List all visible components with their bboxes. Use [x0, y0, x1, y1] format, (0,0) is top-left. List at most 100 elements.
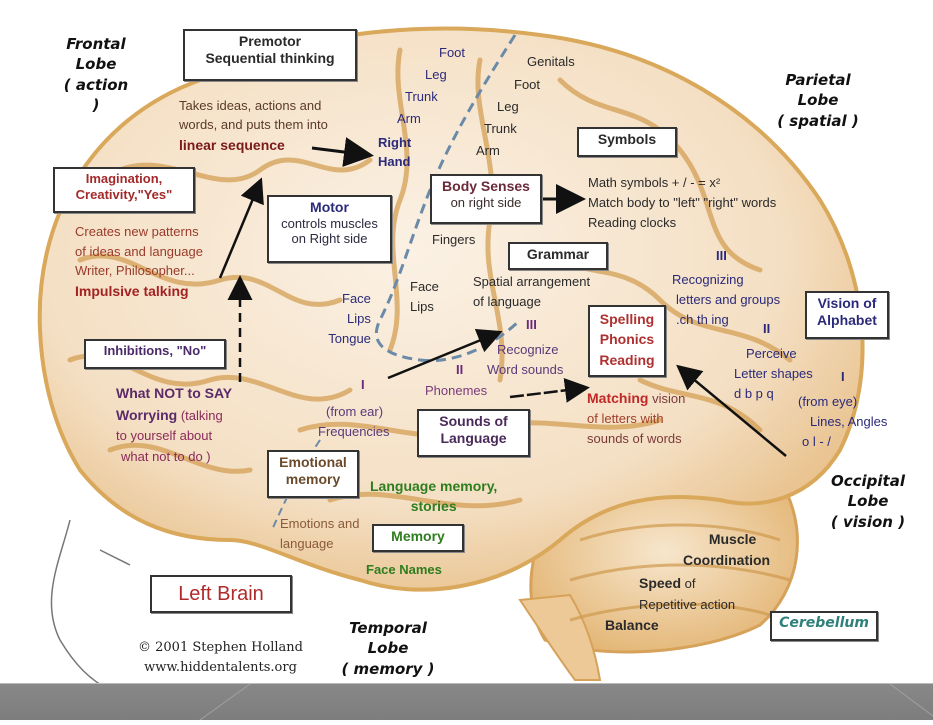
motor-leg-label: Leg	[425, 67, 447, 82]
muscle-coordination-label: Muscle Coordination	[683, 529, 770, 571]
emotional-line: memory	[285, 470, 341, 487]
motor-face-label: Face	[342, 291, 371, 306]
symbols-item: Math symbols + / - = x²	[588, 175, 721, 190]
lobe-function: ( vision )	[830, 512, 906, 531]
premotor-desc-line: Takes ideas, actions and	[179, 98, 322, 113]
spelling-label: Spelling	[599, 311, 655, 327]
visual-stage-line: (from eye)	[798, 394, 858, 409]
premotor-description: Takes ideas, actions and words, and puts…	[179, 97, 328, 155]
motor-box: Motor controls muscles on Right side	[267, 195, 392, 263]
visual-stage-2-numeral: II	[763, 321, 771, 336]
imagination-box: Imagination, Creativity,"Yes"	[53, 167, 195, 213]
frontal-lobe-label: Frontal Lobe ( action )	[58, 34, 134, 115]
hearing-stage-line: Recognize	[497, 342, 559, 357]
visual-stage-1-text: (from eye) Lines, Angles o l - /	[798, 392, 887, 452]
hearing-stage-line: (from ear)	[326, 404, 384, 419]
grammar-desc-line: of language	[473, 294, 541, 310]
right-hand-line: Hand	[378, 153, 411, 169]
lobe-function: ( spatial )	[777, 111, 859, 130]
memory-box: Memory	[372, 524, 464, 552]
occipital-lobe-label: Occipital Lobe ( vision )	[820, 471, 916, 532]
grammar-desc-line: Spatial arrangement	[473, 274, 591, 289]
impulsive-talking-label: Impulsive talking	[75, 282, 189, 299]
cerebellum-line: Muscle	[708, 531, 757, 547]
temporal-lobe-label: Temporal Lobe ( memory )	[340, 618, 436, 679]
phonemes-label: Phonemes	[425, 383, 488, 398]
symbols-box: Symbols	[577, 127, 677, 157]
language-memory-line: Language memory,	[370, 478, 498, 494]
lobe-name: Parietal	[785, 71, 851, 89]
arrow-phonemes-to-matching	[509, 377, 590, 403]
lobe-word: Lobe	[847, 492, 889, 511]
lobe-name: Frontal	[66, 35, 126, 53]
hearing-stage-1-text: (from ear) Frequencies	[318, 402, 390, 442]
matching-line: of letters with	[587, 411, 664, 426]
lobe-word: Lobe	[797, 91, 839, 110]
motor-title: Motor	[310, 199, 349, 215]
sounds-line: Language	[440, 429, 507, 446]
lobe-function: ( action )	[63, 75, 129, 114]
right-hand-line: Right	[378, 135, 412, 150]
lobe-name: Temporal	[349, 619, 427, 637]
face-names-label: Face Names	[366, 562, 442, 577]
balance-label: Balance	[605, 617, 659, 633]
inhibitions-rest: what not to do )	[121, 448, 211, 464]
body-senses-box: Body Senses on right side	[430, 174, 542, 224]
premotor-subtitle: Sequential thinking	[205, 49, 335, 66]
speed-line: Repetitive action	[639, 596, 736, 612]
hearing-stage-line: Frequencies	[318, 424, 390, 440]
inhibitions-box: Inhibitions, "No"	[84, 339, 226, 369]
hearing-stage-3-numeral: III	[526, 317, 537, 332]
inhibitions-rest: (talking	[177, 407, 223, 423]
motor-face-labels: Face Lips Tongue	[328, 289, 371, 349]
sounds-line: Sounds of	[439, 413, 508, 429]
hearing-stage-1-numeral: I	[361, 377, 365, 392]
language-memory-label: Language memory, stories	[370, 476, 497, 517]
vision-line: Vision of	[817, 295, 877, 311]
emotional-memory-description: Emotions and language	[280, 514, 360, 554]
visual-stage-line: .ch th ing	[676, 312, 729, 328]
grammar-description: Spatial arrangement of language	[473, 272, 590, 312]
visual-stage-3-text: Recognizing letters and groups .ch th in…	[672, 270, 780, 330]
linear-sequence-label: linear sequence	[179, 136, 285, 153]
sensory-foot-label: Foot	[514, 77, 541, 92]
left-brain-title: Left Brain	[150, 575, 292, 613]
sensory-face-label: Face	[410, 279, 439, 294]
lobe-word: Lobe	[75, 55, 117, 74]
symbols-item: Match body to "left" "right" words	[588, 195, 777, 211]
sensory-trunk-label: Trunk	[484, 121, 517, 136]
cerebellum-folds	[569, 523, 791, 622]
sensory-lips-label: Lips	[410, 299, 434, 315]
vision-of-alphabet-box: Vision of Alphabet	[805, 291, 889, 339]
worrying-label: Worrying	[116, 406, 178, 423]
credit: © 2001 Stephen Holland www.hiddentalents…	[128, 638, 313, 677]
visual-stage-line: Perceive	[746, 346, 797, 361]
hearing-stage-line: Word sounds	[487, 362, 564, 378]
emotional-line: Emotional	[279, 454, 347, 470]
visual-stage-line: Lines, Angles	[810, 414, 888, 430]
visual-stage-line: d b p q	[734, 386, 774, 402]
motor-desc-line: on Right side	[291, 231, 368, 247]
cerebellum-box: Cerebellum	[770, 611, 878, 641]
imagination-desc-line: Writer, Philosopher...	[75, 263, 195, 278]
lobe-name: Occipital	[831, 472, 905, 490]
premotor-title: Premotor	[238, 33, 302, 49]
face-outline	[50, 519, 111, 691]
lobe-word: Lobe	[367, 639, 409, 658]
matching-line: sounds of words	[587, 430, 682, 446]
sensory-arm-label: Arm	[476, 143, 500, 158]
sensory-genitals-label: Genitals	[527, 54, 575, 69]
motor-trunk-label: Trunk	[405, 89, 438, 104]
parietal-lobe-label: Parietal Lobe ( spatial )	[772, 70, 864, 131]
imagination-subtitle: Creativity,"Yes"	[75, 186, 173, 202]
inhibitions-rest: to yourself about	[116, 428, 213, 444]
symbols-item: Reading clocks	[588, 215, 677, 231]
speed-emphasis: Speed	[639, 575, 682, 591]
body-senses-subtitle: on right side	[450, 194, 522, 210]
visual-stage-line: Letter shapes	[734, 366, 813, 382]
fingers-label: Fingers	[432, 232, 476, 247]
spelling-phonics-reading-box: Spelling Phonics Reading	[588, 305, 666, 377]
hearing-stage-2-numeral: II	[456, 362, 464, 377]
imagination-desc-line: Creates new patterns	[75, 224, 199, 239]
